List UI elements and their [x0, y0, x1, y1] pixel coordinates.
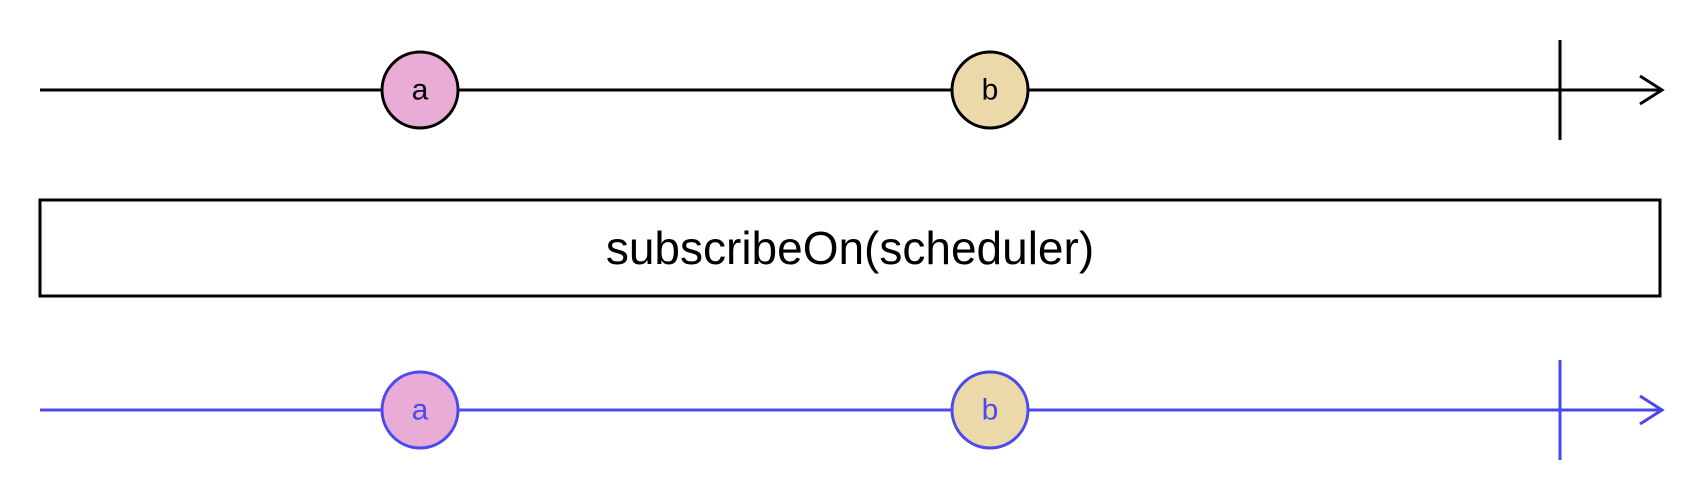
source-marble-a-label: a [412, 74, 429, 107]
source-marble-b: b [950, 50, 1030, 130]
result-timeline: a b [40, 360, 1665, 460]
source-timeline-arrowhead [1639, 74, 1665, 106]
result-marble-b-circle [950, 370, 1030, 450]
operator-box-frame [38, 198, 1662, 298]
source-timeline: a b [40, 40, 1665, 140]
operator-label: subscribeOn(scheduler) [606, 222, 1094, 274]
source-marble-b-label: b [982, 74, 999, 107]
result-marble-b-label: b [982, 394, 999, 427]
source-marble-a: a [380, 50, 460, 130]
source-marble-a-circle [380, 50, 460, 130]
result-marble-a-circle [380, 370, 460, 450]
operator-box: subscribeOn(scheduler) [38, 198, 1662, 298]
result-marble-a: a [380, 370, 460, 450]
source-marble-b-circle [950, 50, 1030, 130]
result-marble-a-label: a [412, 394, 429, 427]
result-timeline-arrowhead [1639, 394, 1665, 426]
result-marble-b: b [950, 370, 1030, 450]
